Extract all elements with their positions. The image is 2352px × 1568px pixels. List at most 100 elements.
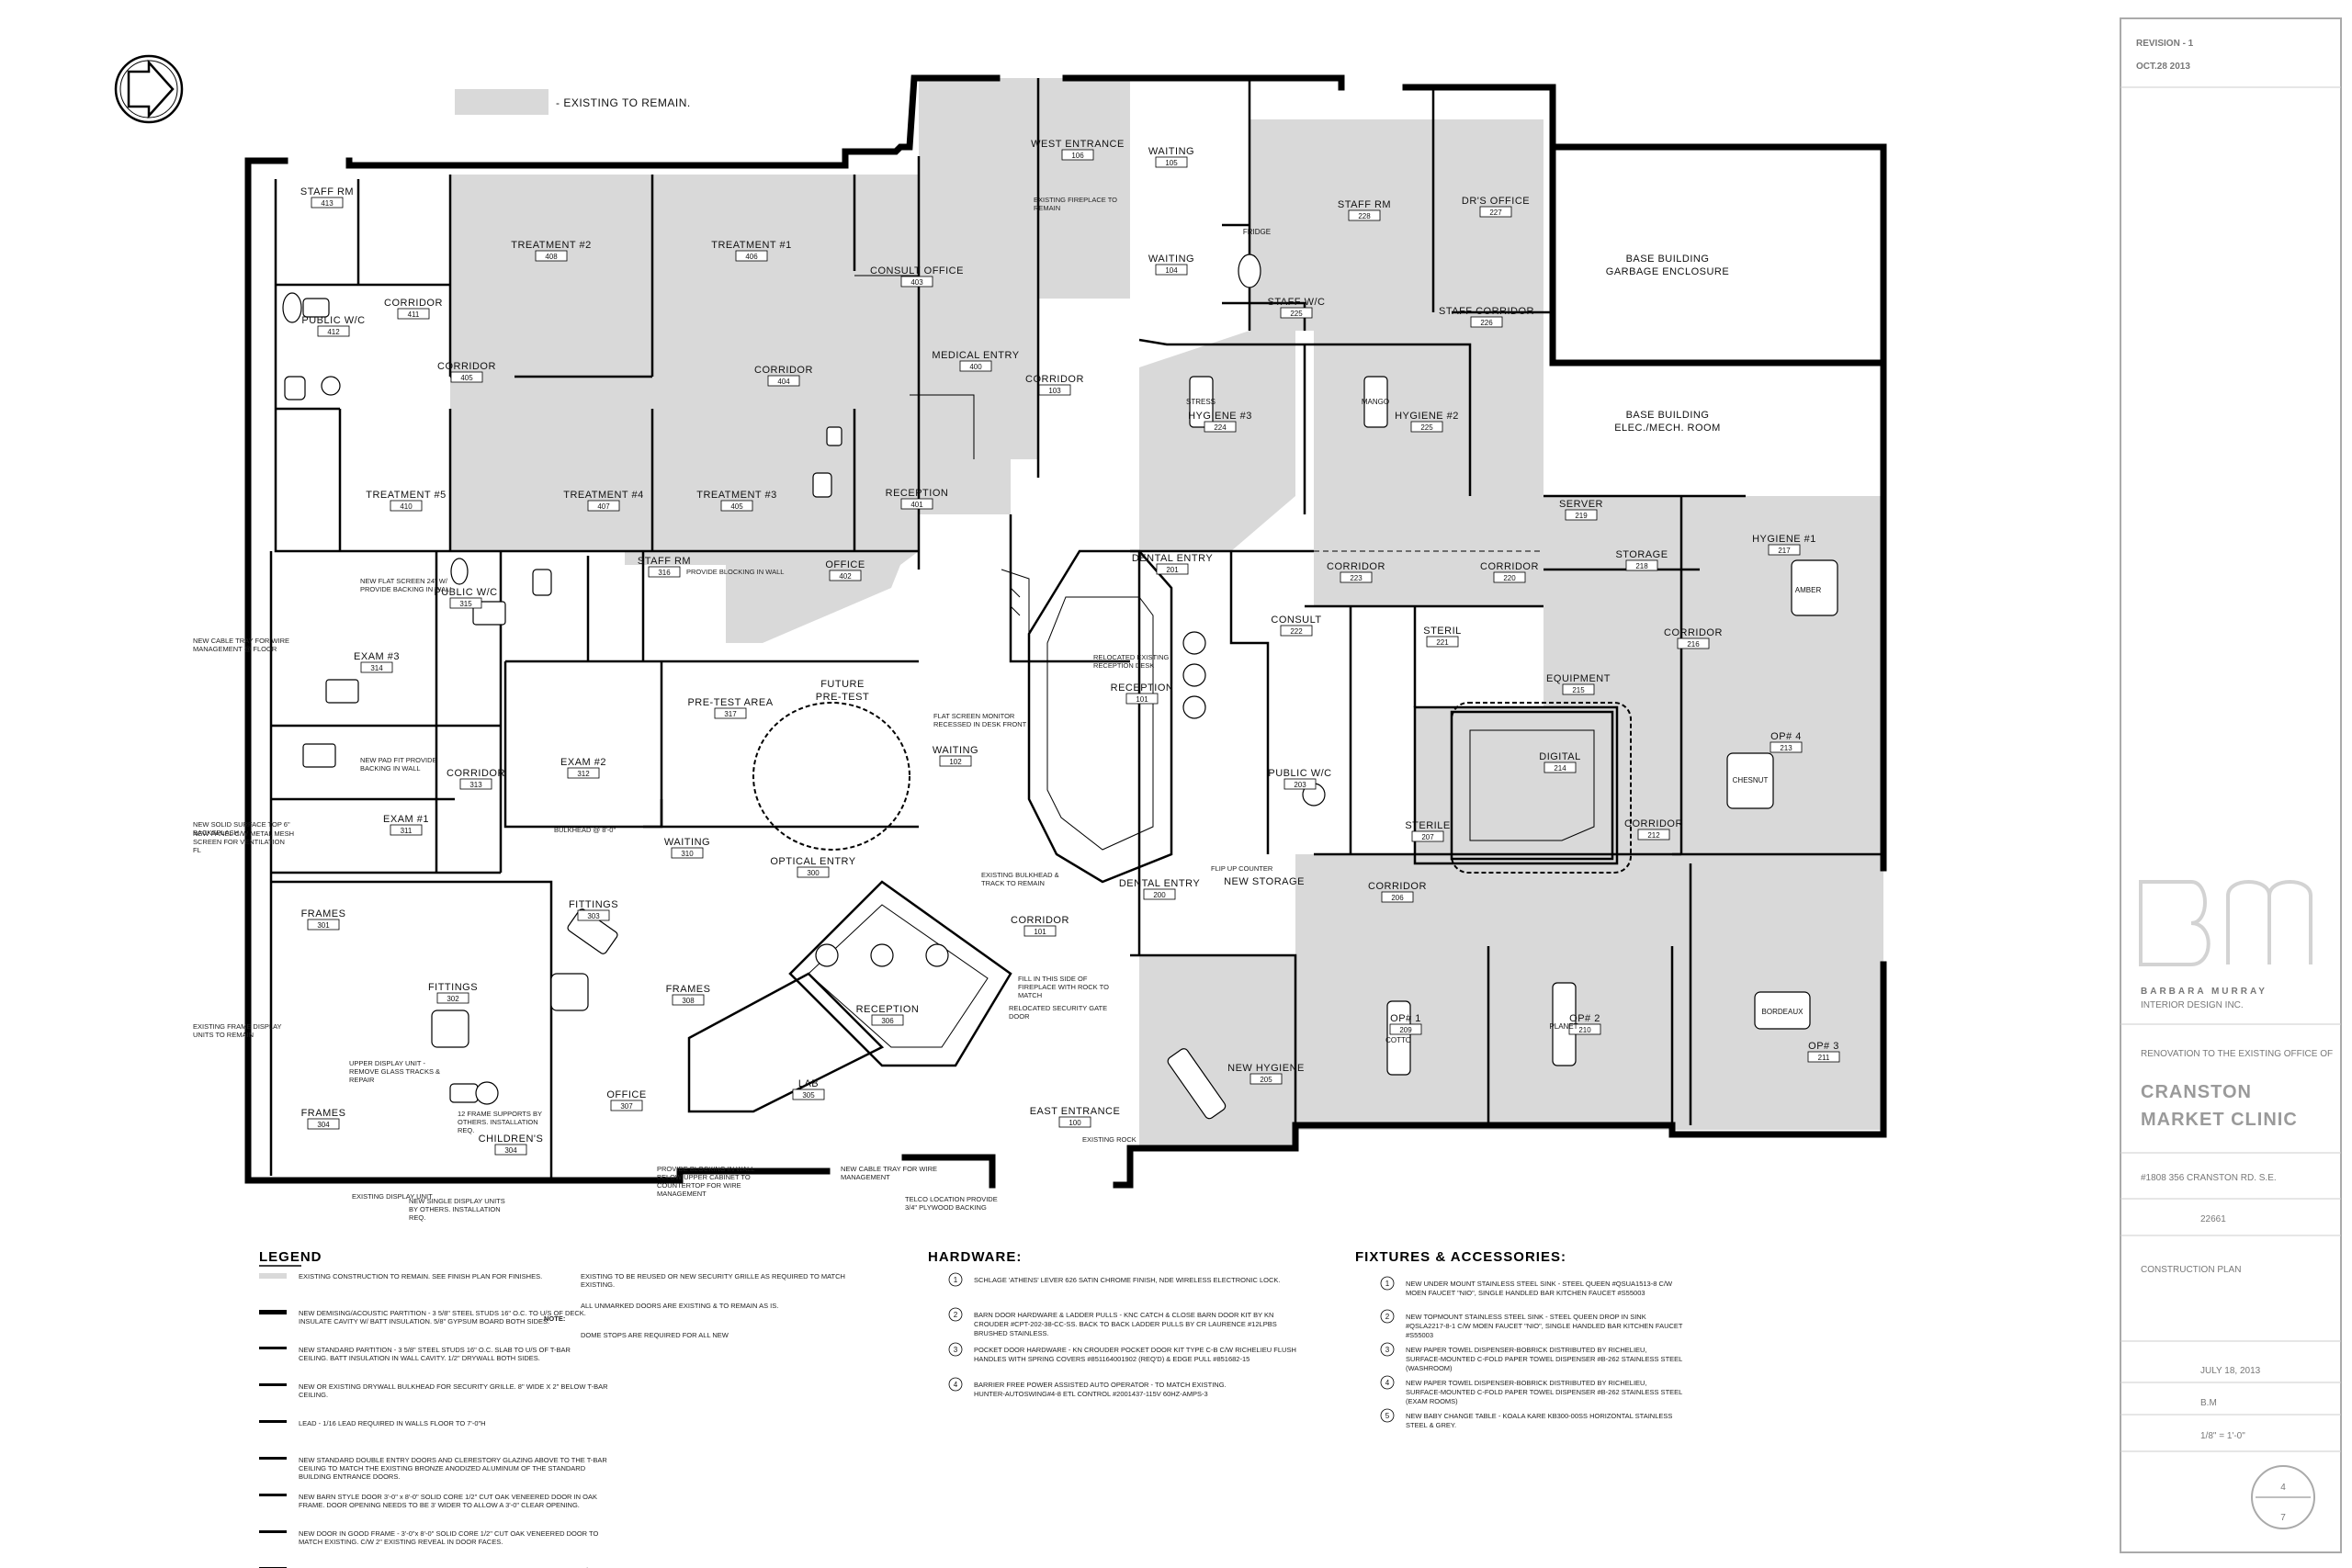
legend-item: EXISTING CONSTRUCTION TO REMAIN. SEE FIN… [299,1272,542,1280]
existing-swatch [455,89,548,115]
room-number: 305 [802,1091,815,1100]
schedule-key: 3 [954,1346,958,1354]
schedule-text: SCHLAGE 'ATHENS' LEVER 626 SATIN CHROME … [974,1276,1281,1284]
legend-item: NEW STANDARD DOUBLE ENTRY DOORS AND CLER… [299,1456,607,1481]
legend-symbol [259,1310,287,1314]
room-number: 207 [1421,833,1434,841]
room-name: OP# 2 [1569,1013,1600,1024]
note-n12: EXISTING BULKHEAD &TRACK TO REMAIN [981,871,1059,887]
room-number: 304 [504,1146,517,1155]
room-name: RECEPTION [886,488,949,499]
room-number: 106 [1071,152,1084,160]
note-n1: NEW FLAT SCREEN 24" W/PROVIDE BACKING IN… [360,577,453,593]
address: #1808 356 CRANSTON RD. S.E. [2141,1173,2277,1183]
room-name: OP# 4 [1770,731,1802,742]
legend-item: NEW STANDARD PARTITION - 3 5/8" STEEL ST… [299,1346,571,1362]
room-name: CORRIDOR [1480,561,1539,572]
room-name: EXAM #3 [354,651,400,662]
note-n21: EXISTING ROCK [1082,1135,1136,1144]
room-number: 317 [724,710,737,718]
room-name: TREATMENT #3 [696,490,777,501]
room-name: TREATMENT #4 [563,490,644,501]
room-name: PUBLIC W/C [434,587,497,598]
room-name: CORRIDOR [447,768,505,779]
room-number: 408 [545,253,558,261]
annotation-notes: NEW FLAT SCREEN 24" W/PROVIDE BACKING IN… [193,196,1273,1222]
room-number: 303 [587,912,600,920]
legend-item: NEW BARN STYLE DOOR 3'-0" x 8'-0" SOLID … [299,1493,597,1509]
room-name-line2: GARBAGE ENCLOSURE [1606,266,1729,277]
room-name: CORRIDOR [1011,915,1069,926]
room-number: 407 [597,502,610,511]
room-number: 302 [447,995,459,1003]
note-n2: PROVIDE BLOCKING IN WALL [686,568,784,576]
hardware-title: HARDWARE: [928,1249,1022,1265]
room-name: STAFF CORRIDOR [1439,306,1534,317]
drawn-by: B.M [2200,1398,2217,1408]
schedule-text: NEW PAPER TOWEL DISPENSER-BOBRICK DISTRI… [1406,1379,1682,1405]
room-number: 225 [1290,310,1303,318]
room-number: 215 [1572,686,1585,694]
room-number: 206 [1391,894,1404,902]
room-number: 211 [1818,1054,1830,1062]
room-public-wc-315: PUBLIC W/C 315 [434,587,497,609]
room-name: CORRIDOR [1664,627,1723,638]
bordeaux-label: BORDEAUX [1762,1008,1804,1016]
room-name: HYGIENE #3 [1188,411,1252,422]
room-number: 102 [949,758,962,766]
room-name: EAST ENTRANCE [1030,1106,1121,1117]
drawing-scale: 1/8" = 1'-0" [2200,1431,2245,1441]
room-name: DIGITAL [1539,751,1580,762]
cotto-label: COTTO [1385,1036,1411,1044]
room-number: 402 [839,572,852,581]
room-number: 217 [1778,547,1791,555]
room-number: 301 [317,921,330,930]
schedule-key: 3 [1385,1346,1390,1354]
room-number: 105 [1165,159,1178,167]
room-name: STERIL [1423,626,1462,637]
room-name-line2: PRE-TEST [816,692,869,703]
room-number: 304 [317,1121,330,1129]
room-name: RECEPTION [1111,682,1174,694]
schedule-text: NEW UNDER MOUNT STAINLESS STEEL SINK - S… [1406,1280,1673,1297]
room-name: BASE BUILDING [1626,254,1710,265]
room-number: 222 [1290,627,1303,636]
room-number: 212 [1647,831,1660,840]
room-number: 228 [1358,212,1371,220]
schedule-text: NEW BABY CHANGE TABLE - KOALA KARE KB300… [1406,1412,1672,1429]
room-number: 310 [681,850,694,858]
schedule-text: NEW PAPER TOWEL DISPENSER-BOBRICK DISTRI… [1406,1346,1682,1372]
firm-sub: INTERIOR DESIGN INC. [2141,1000,2244,1010]
room-number: 315 [459,600,472,608]
legend-item: LEAD - 1/16 LEAD REQUIRED IN WALLS FLOOR… [299,1419,486,1427]
room-number: 225 [1420,423,1433,432]
